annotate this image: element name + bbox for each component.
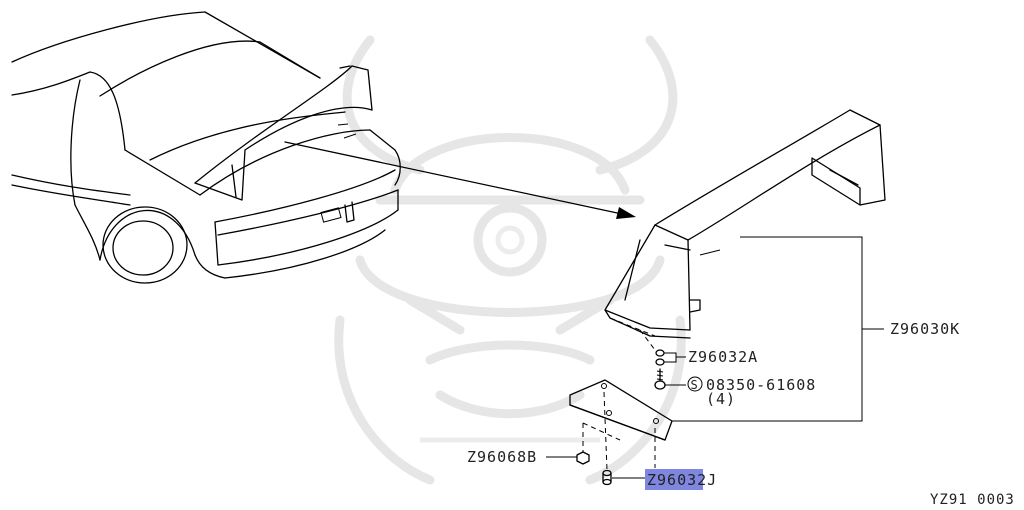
label-spacer[interactable]: Z96032J xyxy=(647,471,717,489)
base-plate xyxy=(569,379,673,471)
label-assembly[interactable]: Z96030K xyxy=(890,320,960,338)
screw-symbol-badge: S xyxy=(687,376,703,392)
nut xyxy=(576,451,590,465)
pointer-arrow xyxy=(284,141,636,219)
label-part-a[interactable]: Z96032A xyxy=(688,348,758,366)
washers xyxy=(655,349,665,366)
car-rear-illustration xyxy=(11,11,401,284)
spacer xyxy=(602,469,612,486)
label-screw-qty: (4) xyxy=(706,390,736,408)
highlight-box xyxy=(645,469,703,490)
label-screw-part[interactable]: 08350-61608 xyxy=(706,376,816,394)
leader-lines xyxy=(546,236,884,479)
figure-code: YZ91 0003 xyxy=(930,492,1015,508)
watermark-logo xyxy=(334,35,686,485)
screw-symbol: S xyxy=(691,378,698,392)
screw-bolt xyxy=(654,368,666,390)
label-nut[interactable]: Z96068B xyxy=(467,448,537,466)
spoiler-assembly-illustration xyxy=(604,109,886,351)
